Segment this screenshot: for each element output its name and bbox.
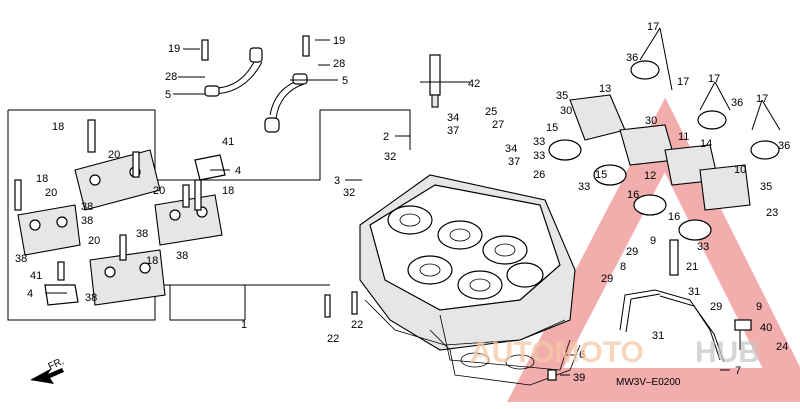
front-arrow-icon: FR.	[30, 356, 66, 384]
callout-34: 34	[447, 112, 459, 124]
callout-20d: 20	[88, 235, 100, 247]
callout-17: 17	[647, 21, 659, 33]
oil-pipe	[619, 239, 752, 363]
callout-22b: 22	[351, 319, 363, 331]
callout-38c: 38	[136, 228, 148, 240]
callout-16b: 16	[668, 211, 680, 223]
callout-20c: 20	[153, 185, 165, 197]
callout-14: 14	[700, 138, 712, 150]
watermark: AUTOMOTO HUB	[470, 336, 760, 369]
spark-plug	[429, 54, 441, 108]
callout-2: 2	[383, 131, 389, 143]
callout-21: 21	[686, 261, 698, 273]
callout-7: 7	[735, 365, 741, 377]
callout-34b: 34	[505, 143, 517, 155]
callout-31b: 31	[652, 330, 664, 342]
callout-17c: 17	[708, 73, 720, 85]
callout-20: 20	[108, 149, 120, 161]
callout-9: 9	[650, 235, 656, 247]
callout-37: 37	[447, 125, 459, 137]
callout-29c: 29	[710, 301, 722, 313]
callout-36b: 36	[731, 97, 743, 109]
callout-38: 38	[81, 201, 93, 213]
callout-36c: 36	[778, 140, 790, 152]
callout-5b: 5	[342, 75, 348, 87]
callout-40: 40	[760, 322, 772, 334]
callout-10: 10	[734, 164, 746, 176]
callout-17b: 17	[677, 76, 689, 88]
studs	[324, 291, 557, 381]
callout-38d: 38	[176, 250, 188, 262]
callout-18: 18	[52, 121, 64, 133]
callout-38b: 38	[81, 215, 93, 227]
cables	[201, 35, 310, 133]
watermark-text-a: AUTOMOTO	[470, 336, 644, 369]
callout-11: 11	[678, 131, 689, 143]
callout-23: 23	[766, 207, 778, 219]
callout-9b: 9	[756, 301, 762, 313]
callout-19: 19	[168, 43, 180, 55]
cam-holders	[14, 119, 223, 306]
leader-lines	[45, 27, 781, 376]
callout-37b: 37	[508, 156, 520, 168]
callout-29: 29	[626, 246, 638, 258]
callout-35b: 35	[760, 181, 772, 193]
callout-8: 8	[620, 261, 626, 273]
callout-4: 4	[235, 165, 241, 177]
callout-5: 5	[165, 89, 171, 101]
callout-16: 16	[627, 189, 639, 201]
callout-18b: 18	[36, 173, 48, 185]
callout-41: 41	[222, 136, 234, 148]
callout-30b: 30	[645, 115, 657, 127]
watermark-triangle	[506, 97, 800, 402]
callout-33d: 33	[697, 241, 709, 253]
callout-1: 1	[241, 319, 247, 331]
callout-38e: 38	[15, 253, 27, 265]
callout-24: 24	[776, 341, 788, 353]
callouts: 1 2 3 4 4 5 5 6 7 8 9 9 10 11 12 13 14 1…	[15, 21, 790, 384]
callout-6: 6	[579, 349, 585, 361]
cylinder-head	[359, 174, 576, 371]
callout-27: 27	[492, 119, 504, 131]
callout-33: 33	[533, 136, 545, 148]
callout-22: 22	[327, 333, 339, 345]
callout-15: 15	[546, 122, 558, 134]
callout-33c: 33	[578, 181, 590, 193]
callout-42: 42	[468, 78, 480, 90]
intake-manifolds	[548, 60, 780, 241]
callout-20b: 20	[45, 187, 57, 199]
callout-18c: 18	[222, 185, 234, 197]
callout-41b: 41	[30, 270, 42, 282]
callout-32b: 32	[343, 187, 355, 199]
watermark-text-b: HUB	[695, 336, 760, 369]
callout-26: 26	[533, 169, 545, 181]
brackets	[44, 154, 226, 306]
callout-30: 30	[560, 105, 572, 117]
callout-35: 35	[556, 90, 568, 102]
callout-4b: 4	[27, 288, 33, 300]
callout-3: 3	[334, 175, 340, 187]
callout-28b: 28	[333, 58, 345, 70]
callout-25: 25	[485, 106, 497, 118]
head-gasket	[429, 329, 581, 386]
callout-39: 39	[573, 372, 585, 384]
callout-28: 28	[165, 71, 177, 83]
callout-19b: 19	[333, 35, 345, 47]
callout-12: 12	[644, 170, 656, 182]
callout-36: 36	[626, 52, 638, 64]
callout-18d: 18	[146, 255, 158, 267]
callout-29b: 29	[601, 273, 613, 285]
callout-13: 13	[599, 83, 611, 95]
callout-15b: 15	[595, 169, 607, 181]
callout-31: 31	[688, 286, 700, 298]
callout-32: 32	[384, 151, 396, 163]
callout-33b: 33	[533, 150, 545, 162]
callout-38f: 38	[85, 292, 97, 304]
diagram-code: MW3V–E0200	[616, 377, 681, 388]
callout-17d: 17	[756, 93, 768, 105]
